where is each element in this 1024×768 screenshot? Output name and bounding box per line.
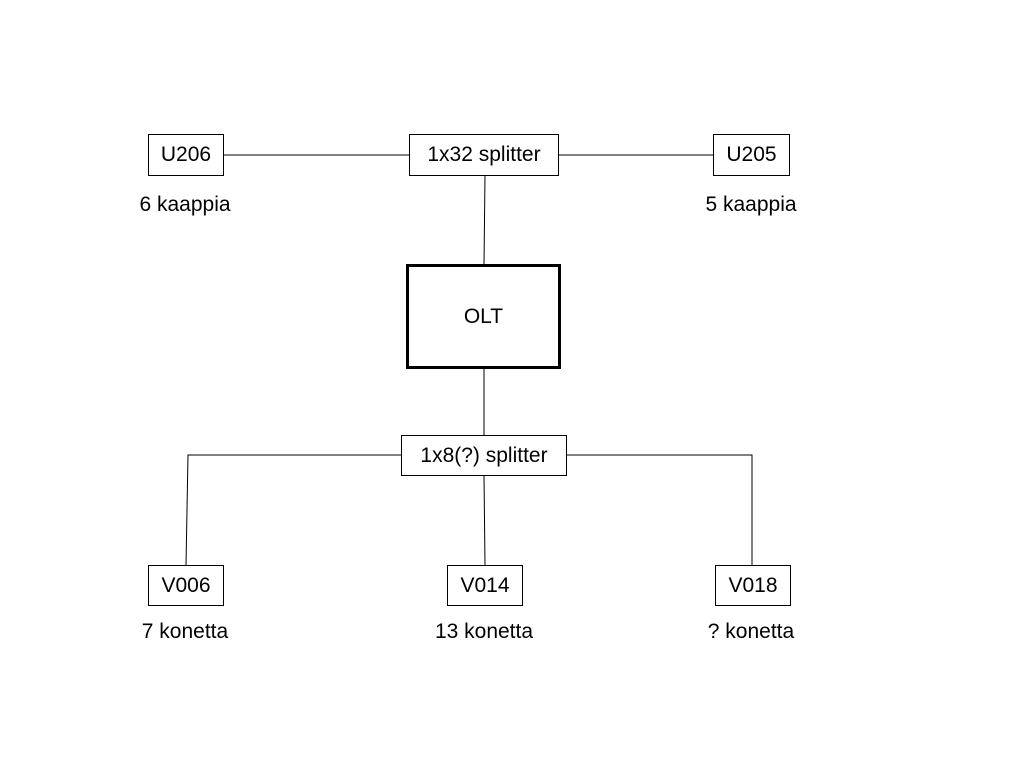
node-splitter-top: 1x32 splitter — [409, 134, 559, 176]
node-v014: V014 — [447, 565, 523, 606]
node-v014-label: V014 — [460, 573, 510, 597]
node-olt-label: OLT — [463, 304, 504, 328]
node-v014-caption: 13 konetta — [434, 620, 534, 643]
node-u205: U205 — [713, 134, 790, 176]
node-v006-caption: 7 konetta — [141, 620, 229, 643]
node-u205-caption: 5 kaappia — [705, 193, 797, 216]
node-splitter-bottom-label: 1x8(?) splitter — [420, 443, 548, 467]
link-splitter-bottom-v018 — [566, 454, 753, 565]
node-u205-label: U205 — [726, 143, 777, 166]
link-splitter-bottom-v006 — [185, 454, 401, 566]
node-u206: U206 — [148, 134, 224, 176]
node-u206-label: U206 — [160, 143, 212, 166]
link-splitter-bottom-v014 — [483, 474, 486, 566]
node-u206-caption: 6 kaappia — [139, 193, 231, 216]
node-olt: OLT — [406, 264, 561, 369]
node-splitter-bottom: 1x8(?) splitter — [401, 435, 567, 476]
node-v006-label: V006 — [161, 573, 211, 597]
node-splitter-top-label: 1x32 splitter — [427, 143, 541, 166]
node-v018-label: V018 — [728, 573, 778, 597]
link-splitter-top-olt — [483, 174, 486, 266]
node-v006: V006 — [148, 565, 224, 606]
node-v018: V018 — [715, 565, 791, 606]
node-v018-caption: ? konetta — [707, 620, 795, 643]
